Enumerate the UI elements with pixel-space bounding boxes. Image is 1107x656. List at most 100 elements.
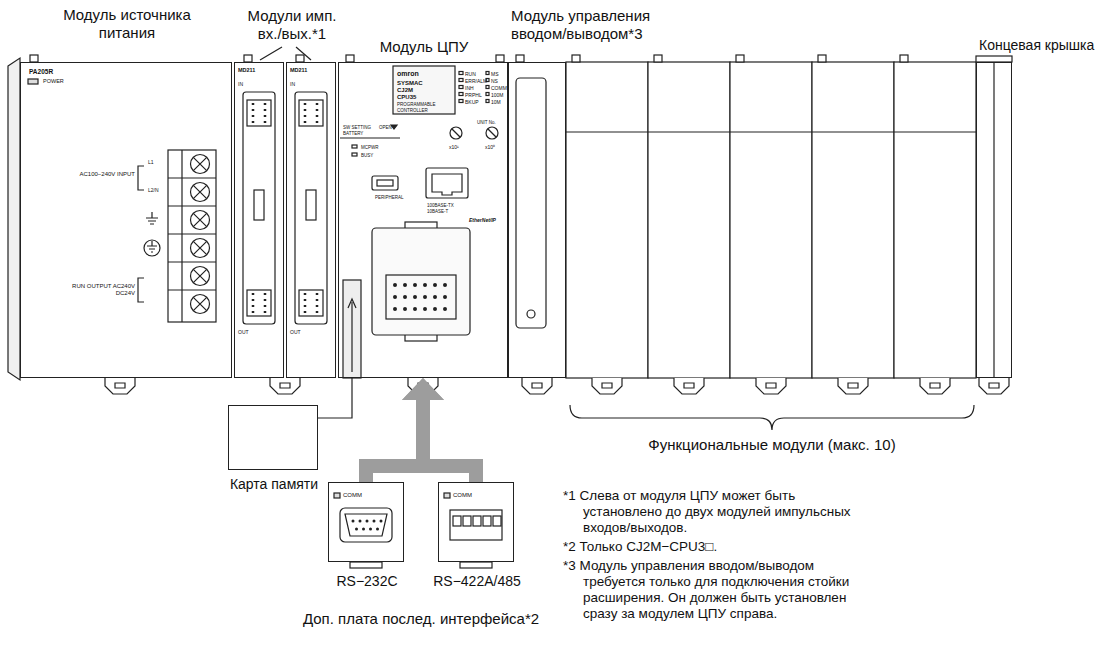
power-supply-drawing	[168, 150, 216, 322]
option-board-drawing	[453, 516, 461, 526]
model-label: SYSMAC	[397, 80, 423, 87]
cpu-drawing	[377, 180, 393, 186]
arrowhead	[402, 378, 444, 400]
end-cover-drawing	[993, 62, 994, 378]
switch-label: x10¹	[449, 144, 459, 150]
port-label: EtherNet/IP	[469, 217, 496, 223]
bracket	[570, 405, 974, 430]
io-control-drawing	[516, 78, 546, 328]
option-board-drawing	[350, 562, 382, 568]
cpu-drawing	[340, 66, 498, 378]
switch-label: x10⁰	[485, 144, 495, 150]
cpu-drawing	[395, 295, 446, 299]
power-supply-module: Модуль источника питанияPA205RPOWERAC100…	[20, 62, 232, 378]
end-cover-drawing	[993, 62, 994, 378]
insert-arrow	[366, 399, 423, 482]
leader-line	[260, 47, 311, 60]
cpu-drawing	[343, 280, 361, 378]
footnote: *2 Только CJ2M−CPU3□.	[563, 539, 863, 555]
leader-line	[296, 47, 311, 60]
pulse-io-drawing	[295, 92, 327, 324]
pulse-io-drawing	[299, 100, 323, 126]
din-rail-foot	[674, 378, 704, 394]
function-module	[566, 131, 976, 132]
footnote: *3 Модуль управления вводом/выводом треб…	[563, 558, 863, 622]
top-latch	[30, 55, 38, 62]
part-label: Функциональные модули (макс. 10)	[622, 436, 922, 454]
indicator-label: RUN ERR/ALM INH PRPHL BKUP	[465, 71, 487, 106]
top-latch	[572, 55, 580, 62]
leader-line	[318, 378, 352, 418]
pulse-io-drawing	[299, 290, 323, 316]
cpu-module: Модуль ЦПУomronSYSMACCJ2MCPU35PROGRAMMAB…	[338, 62, 508, 378]
cpu-drawing	[395, 283, 446, 287]
model-label: CPU35	[397, 94, 416, 101]
cpu-drawing	[340, 137, 400, 138]
indicator-label: POWER	[43, 78, 64, 85]
panel-label: OPEN	[379, 125, 392, 130]
model-label: PA205R	[29, 68, 53, 76]
option-board-drawing	[334, 493, 502, 568]
din-rail-foot	[838, 378, 868, 394]
din-rail-foot	[920, 378, 950, 394]
cpu-drawing	[351, 302, 352, 372]
option-board-drawing	[334, 493, 340, 498]
io-control-module: Модуль управления вводом/выводом*3	[508, 62, 566, 378]
din-rail-foot	[105, 378, 1009, 394]
pulse-io-drawing	[264, 103, 267, 125]
pulse-io-drawing	[304, 103, 307, 125]
pulse-io-module: MD211INOUT	[286, 62, 336, 378]
din-rail-foot	[979, 378, 1009, 394]
top-latch	[516, 55, 524, 62]
switch-label: UNIT No.	[477, 120, 496, 125]
side-plate	[8, 58, 20, 380]
top-latch	[244, 55, 252, 62]
cpu-drawing	[352, 153, 357, 156]
pulse-io-drawing	[243, 92, 327, 324]
top-latch	[654, 55, 662, 62]
cpu-drawing	[386, 275, 456, 319]
io-control-drawing	[527, 310, 535, 318]
bracket	[570, 405, 974, 430]
indicator-label: BUSY	[361, 153, 373, 158]
cpu-drawing	[432, 174, 462, 195]
part-label: Доп. плата послед. интерфейса*2	[281, 610, 561, 628]
option-board-drawing	[473, 516, 481, 526]
serial-option-board: COMMRS−232C	[328, 482, 404, 562]
cpu-drawing	[452, 129, 460, 137]
port-label: PERIPHERAL	[375, 195, 404, 200]
rack-drawing	[8, 47, 1012, 568]
part-label: Модули имп. вх./вых.*1	[242, 7, 342, 43]
option-board-drawing	[345, 514, 387, 536]
option-board-drawing	[357, 528, 379, 531]
connector-label: OUT	[290, 329, 301, 335]
power-supply-drawing	[28, 79, 216, 322]
cpu-drawing	[486, 100, 489, 103]
cpu-drawing	[395, 307, 446, 311]
option-board-drawing	[444, 493, 450, 498]
top-latch	[346, 55, 354, 62]
model-label: MD211	[290, 67, 307, 74]
cpu-drawing	[486, 93, 489, 96]
part-label: RS−232C	[309, 573, 425, 590]
indicator-label: MS NS COMM 100M 10M	[491, 71, 508, 106]
terminal-label: L1	[148, 159, 154, 165]
function-module	[566, 62, 976, 378]
pulse-io-drawing	[247, 100, 271, 126]
module-heading: Концевая крышка	[979, 37, 1094, 54]
din-rail-foot	[270, 378, 300, 394]
cpu-drawing	[391, 125, 397, 129]
power-supply-drawing	[138, 278, 144, 302]
cpu-drawing	[486, 86, 489, 89]
cpu-drawing	[352, 145, 357, 148]
option-board-drawing	[483, 516, 491, 526]
power-supply-drawing	[193, 157, 206, 310]
cpu-drawing	[459, 86, 463, 89]
module-heading: Модуль ЦПУ	[374, 38, 474, 56]
din-rail-foot	[756, 378, 786, 394]
cpu-drawing	[459, 100, 463, 103]
port-label: 100BASE-TX 10BASE-T	[427, 203, 471, 214]
